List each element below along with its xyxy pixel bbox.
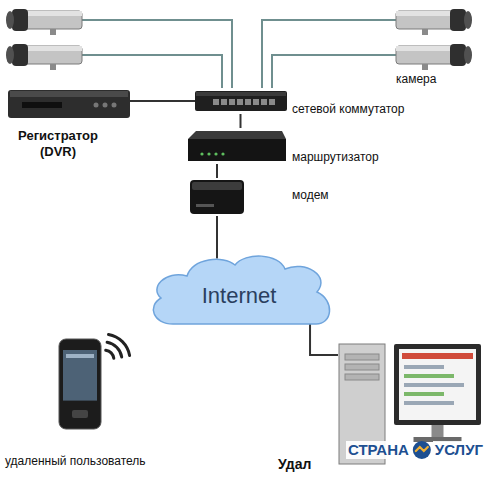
camera-icon bbox=[396, 44, 472, 70]
dvr-device: Регистратор (DVR) bbox=[8, 84, 130, 124]
watermark-logo bbox=[413, 441, 431, 459]
camera-wire bbox=[82, 20, 232, 88]
remote-phone: удаленный пользователь bbox=[58, 338, 102, 430]
network-cable bbox=[216, 216, 218, 258]
camera-wire bbox=[262, 20, 396, 88]
wifi-symbol bbox=[106, 334, 130, 358]
device-label: Удал bbox=[278, 456, 311, 473]
router-device-icon bbox=[188, 128, 286, 164]
device-label: сетевой коммутатор bbox=[292, 102, 404, 116]
watermark-text: СТРАНА bbox=[346, 441, 411, 459]
device-label: Регистратор (DVR) bbox=[8, 128, 108, 159]
network-cable bbox=[130, 100, 195, 102]
device-label: модем bbox=[292, 188, 329, 202]
device-label: маршрутизатор bbox=[292, 150, 379, 164]
device-label: Internet bbox=[202, 283, 277, 309]
network-cable bbox=[240, 114, 242, 128]
switch-device: сетевой коммутатор bbox=[195, 88, 287, 114]
camera-icon bbox=[396, 9, 472, 35]
camera-icon bbox=[6, 9, 82, 35]
camera-label: камера bbox=[396, 72, 436, 86]
internet-cloud: Internet bbox=[143, 252, 335, 332]
modem-device-icon bbox=[188, 178, 246, 216]
remote-phone-icon bbox=[58, 338, 102, 430]
camera-wires bbox=[82, 20, 396, 88]
network-cable bbox=[310, 322, 338, 355]
camera-icon bbox=[6, 44, 82, 70]
dvr-device-icon bbox=[8, 84, 130, 124]
camera-wire bbox=[82, 55, 222, 88]
network-cable bbox=[216, 164, 218, 178]
camera-wire bbox=[272, 55, 396, 88]
switch-device-icon bbox=[195, 88, 287, 114]
device-label: удаленный пользователь bbox=[5, 454, 146, 468]
router-device: маршрутизатор bbox=[188, 128, 286, 164]
watermark-text: УСЛУГ bbox=[433, 441, 485, 459]
modem-device: модем bbox=[188, 178, 246, 216]
